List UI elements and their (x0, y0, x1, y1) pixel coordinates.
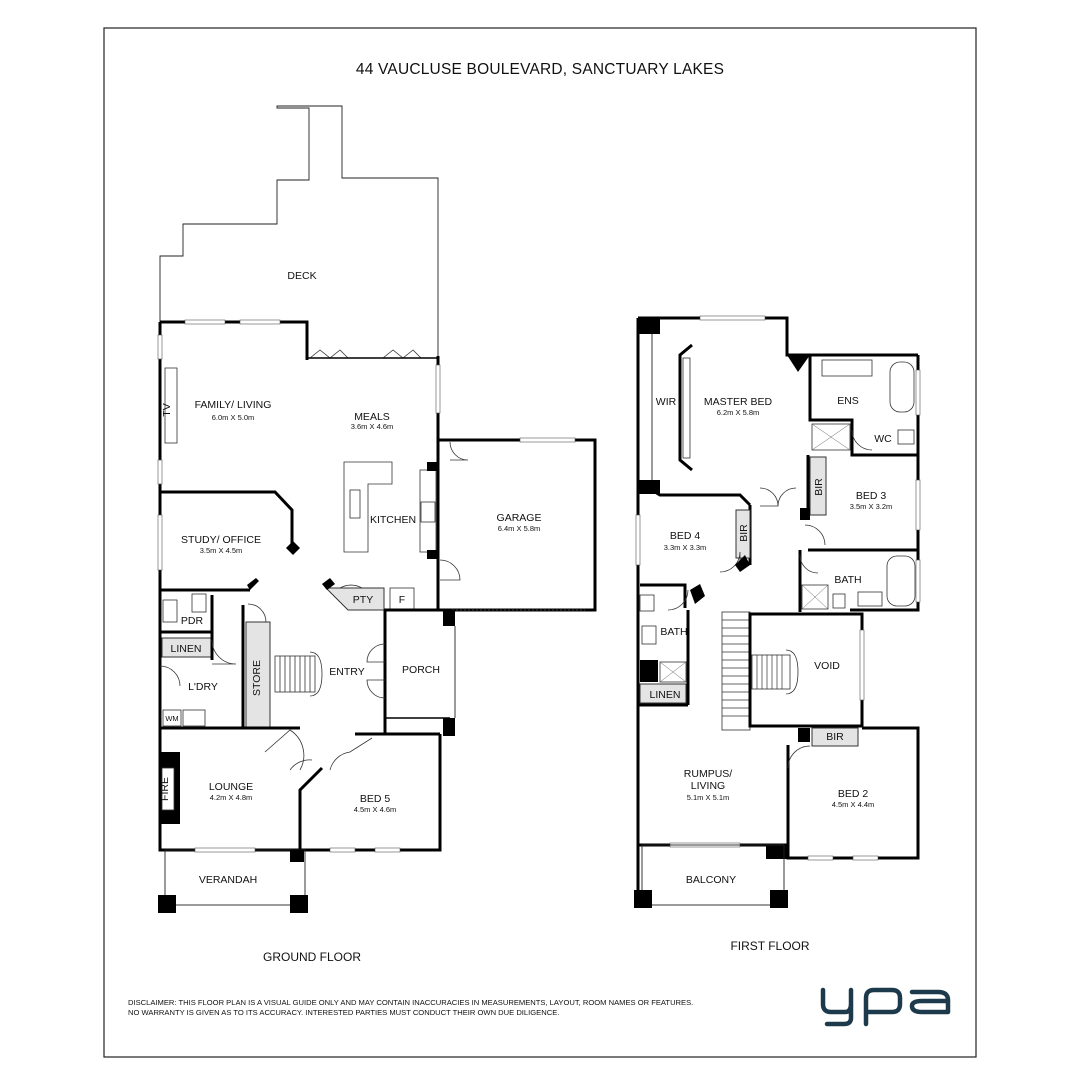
label-lounge: LOUNGE (209, 781, 253, 793)
washing-machine (162, 709, 182, 727)
label-garage: GARAGE (497, 512, 542, 524)
label-bir-bed4: BIR (738, 524, 750, 542)
fire-label: FIRE (159, 777, 171, 801)
dim-meals: 3.6m X 4.6m (351, 422, 394, 431)
linen-cupboard-first (639, 683, 687, 704)
label-bath-small: BATH (660, 626, 687, 638)
label-wm: WM (165, 714, 178, 723)
page-frame (103, 27, 977, 1058)
plan-title: 44 VAUCLUSE BOULEVARD, SANCTUARY LAKES (356, 61, 724, 78)
pdr-toilet (191, 593, 207, 613)
label-meals: MEALS (354, 411, 390, 423)
label-linen-ground: LINEN (171, 643, 202, 655)
label-f: F (399, 594, 405, 606)
label-rumpus-living: LIVING (691, 780, 725, 792)
dim-bed4: 3.3m X 3.3m (664, 543, 707, 552)
label-bed3: BED 3 (856, 490, 887, 502)
label-wir: WIR (656, 396, 677, 408)
label-void: VOID (814, 660, 840, 672)
label-ens: ENS (837, 395, 859, 407)
wall-study (160, 490, 294, 545)
label-bir-bed2: BIR (826, 731, 844, 743)
dim-garage: 6.4m X 5.8m (498, 524, 541, 533)
dim-lounge: 4.2m X 4.8m (210, 793, 253, 802)
dim-master-bed: 6.2m X 5.8m (717, 408, 760, 417)
label-family-living: FAMILY/ LIVING (195, 399, 272, 411)
tv-label: TV (161, 403, 173, 416)
label-linen-first: LINEN (650, 689, 681, 701)
balcony-outline (641, 844, 785, 906)
bir-bed2 (811, 727, 859, 747)
dim-bed5: 4.5m X 4.6m (354, 805, 397, 814)
ground-floor: TV (157, 105, 597, 913)
pdr-basin (162, 599, 178, 623)
label-balcony: BALCONY (686, 874, 736, 886)
label-pty: PTY (353, 594, 373, 606)
label-rumpus: RUMPUS/ (684, 768, 733, 780)
kitchen-sink (349, 489, 361, 519)
label-verandah: VERANDAH (199, 874, 257, 886)
label-master-bed: MASTER BED (704, 396, 773, 408)
label-pdr: PDR (181, 615, 204, 627)
label-bath-main: BATH (834, 574, 861, 586)
first-floor (634, 315, 921, 908)
ensuite-bath (889, 361, 915, 413)
bir-bed3 (809, 456, 827, 516)
bath-tub (886, 555, 916, 607)
disclaimer-line-2: NO WARRANTY IS GIVEN AS TO ITS ACCURACY.… (128, 1008, 559, 1017)
disclaimer-line-1: DISCLAIMER: THIS FLOOR PLAN IS A VISUAL … (128, 998, 693, 1007)
dim-rumpus: 5.1m X 5.1m (687, 793, 730, 802)
label-bed2: BED 2 (838, 788, 869, 800)
label-bed4: BED 4 (670, 530, 701, 542)
label-porch: PORCH (402, 664, 440, 676)
label-deck: DECK (287, 270, 316, 282)
first-floor-caption: FIRST FLOOR (730, 939, 809, 953)
ground-floor-caption: GROUND FLOOR (263, 950, 361, 964)
room-labels: DECK FAMILY/ LIVING 6.0m X 5.0m MEALS 3.… (165, 270, 892, 886)
dim-bed3: 3.5m X 3.2m (850, 502, 893, 511)
stairs-first (721, 611, 751, 731)
dim-study: 3.5m X 4.5m (200, 546, 243, 555)
label-bed5: BED 5 (360, 793, 391, 805)
tv-unit (164, 367, 178, 444)
store (245, 621, 271, 729)
label-entry: ENTRY (329, 666, 364, 678)
wall-master-top (638, 316, 918, 357)
label-kitchen: KITCHEN (370, 514, 416, 526)
deck-outline (159, 105, 439, 356)
ensuite-vanity (821, 359, 873, 377)
label-wc: WC (874, 433, 892, 445)
label-bir-master: BIR (813, 478, 825, 496)
dim-family-living: 6.0m X 5.0m (212, 413, 255, 422)
ypa-logo (820, 987, 951, 1027)
wall-family-top (160, 320, 309, 360)
label-store: STORE (251, 660, 263, 696)
label-ldry: L'DRY (188, 681, 218, 693)
dim-bed2: 4.5m X 4.4m (832, 800, 875, 809)
cooktop (420, 501, 436, 523)
kitchen-island (343, 461, 393, 553)
label-study: STUDY/ OFFICE (181, 534, 261, 546)
